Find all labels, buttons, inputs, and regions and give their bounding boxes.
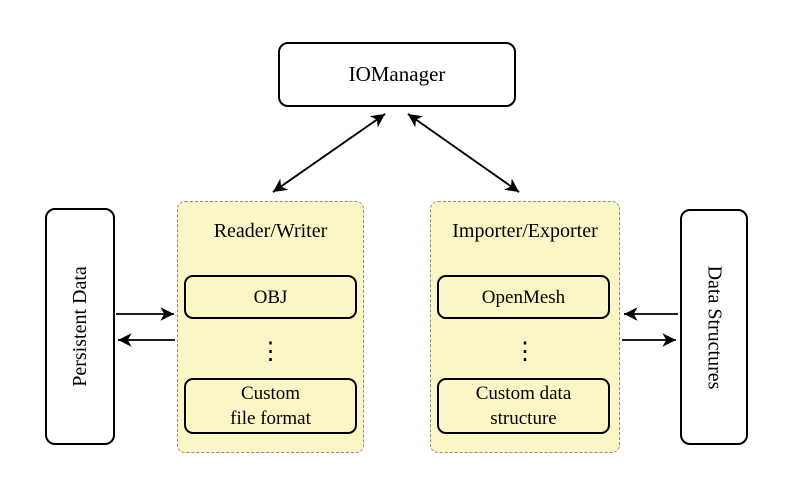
double-arrow-line	[272, 113, 386, 193]
persistent-data-node: Persistent Data	[45, 208, 115, 445]
data-structures-node: Data Structures	[680, 209, 748, 445]
importer-exporter-panel: Importer/Exporter OpenMesh ⋮ Custom data…	[430, 201, 620, 453]
openmesh-box: OpenMesh	[437, 275, 610, 319]
obj-box: OBJ	[184, 275, 357, 319]
arrow-iomanager-importerexporter	[407, 113, 520, 193]
persistent-data-label: Persistent Data	[68, 266, 91, 387]
custom-data-structure-box: Custom data structure	[437, 378, 610, 434]
custom-file-format-line1: Custom	[240, 383, 301, 404]
arrow-iomanager-readerwriter	[272, 113, 386, 193]
obj-label: OBJ	[253, 286, 288, 308]
custom-data-structure-line1: Custom data	[475, 383, 572, 404]
reader-writer-title: Reader/Writer	[213, 220, 328, 242]
openmesh-label: OpenMesh	[481, 286, 566, 308]
reader-writer-panel: Reader/Writer OBJ ⋮ Custom file format	[177, 201, 364, 453]
custom-file-format-box: Custom file format	[184, 378, 357, 434]
importer-exporter-ellipsis: ⋮	[513, 339, 537, 365]
double-arrow-line	[407, 113, 520, 193]
double-arrow-line	[272, 113, 386, 193]
double-arrow-line	[407, 113, 520, 193]
custom-data-structure-line2: structure	[490, 408, 557, 429]
iomanager-node: IOManager	[278, 42, 516, 107]
reader-writer-ellipsis: ⋮	[258, 339, 283, 365]
data-structures-label: Data Structures	[703, 265, 726, 389]
custom-file-format-line2: file format	[230, 408, 311, 429]
importer-exporter-title: Importer/Exporter	[452, 220, 598, 242]
iomanager-label: IOManager	[348, 62, 446, 86]
